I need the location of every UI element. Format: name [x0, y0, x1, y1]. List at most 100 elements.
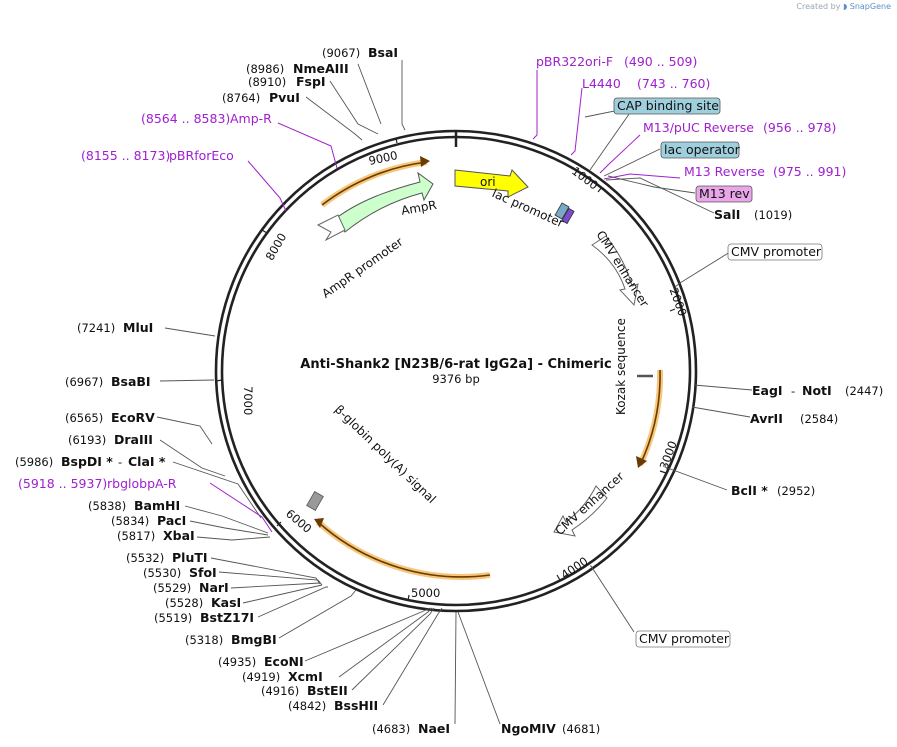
enzyme-name-kasi: KasI	[211, 595, 241, 610]
primer-pos-amp-r: (8564 .. 8583)	[141, 111, 230, 126]
enzyme-pos-draiii: (6193)	[68, 433, 106, 447]
box-cmv-promoter-1[interactable]: CMV promoter	[727, 243, 823, 261]
box-cap-binding-site[interactable]: CAP binding site	[613, 97, 721, 115]
enzyme-sali[interactable]: SalI (1019)	[714, 207, 792, 222]
feature-cmv-enhancer-1[interactable]	[591, 235, 639, 307]
enzyme-bcli[interactable]: BclI * (2952)	[731, 483, 815, 498]
enzyme-nari[interactable]: (5529) NarI	[153, 580, 229, 595]
enzyme-name-bsai: BsaI	[368, 45, 398, 60]
enzyme-pos-bsabi: (6967)	[65, 375, 103, 389]
enzyme-pos-bsshii: (4842)	[288, 699, 326, 713]
enzyme-name-paci: PacI	[157, 513, 186, 528]
enzyme-ecorv[interactable]: (6565) EcoRV	[65, 410, 155, 425]
enzyme-econi[interactable]: (4935) EcoNI	[218, 654, 304, 669]
enzyme-name-nmeaiii: NmeAIII	[293, 61, 349, 76]
enzyme-pos-bcli: (2952)	[777, 484, 815, 498]
primer-pbr322ori-f[interactable]: pBR322ori-F (490 .. 509)	[536, 54, 697, 69]
feature-cmv-enhancer-2[interactable]	[553, 485, 608, 537]
enzyme-pos-bstz17i: (5519)	[154, 611, 192, 625]
enzyme-sfoi[interactable]: (5530) SfoI	[143, 565, 217, 580]
enzyme-paci[interactable]: (5834) PacI	[111, 513, 186, 528]
enzyme-pos-bamhi: (5838)	[88, 499, 126, 513]
primer-m13-reverse[interactable]: M13 Reverse (975 .. 991)	[684, 164, 846, 179]
enzyme-pos-paci: (5834)	[111, 514, 149, 528]
enzyme-name-bsabi: BsaBI	[111, 374, 151, 389]
enzyme-xbai[interactable]: (5817) XbaI	[117, 528, 195, 543]
enzyme-bsabi[interactable]: (6967) BsaBI	[65, 374, 151, 389]
box-cmv-promoter-2[interactable]: CMV promoter	[635, 630, 731, 648]
primer-m13-puc-reverse[interactable]: M13/pUC Reverse (956 .. 978)	[643, 120, 836, 135]
enzyme-name-econi: EcoNI	[264, 654, 304, 669]
feature-lac-promoter[interactable]	[554, 202, 575, 225]
enzyme-name-sali: SalI	[714, 207, 740, 222]
enzyme-name-fspi: FspI	[296, 74, 326, 89]
box-label-lac-operator: lac operator	[664, 142, 741, 157]
primer-pos-pbrforeco: (8155 .. 8173)	[81, 148, 170, 163]
enzyme-pos-econi: (4935)	[218, 655, 256, 669]
box-lac-operator[interactable]: lac operator	[660, 141, 741, 159]
enzyme-name-bsteii: BstEII	[307, 683, 348, 698]
primer-pos-pbr322ori-f: (490 .. 509)	[624, 54, 697, 69]
enzyme-bamhi[interactable]: (5838) BamHI	[88, 498, 180, 513]
enzyme-sep-bspdi: -	[118, 455, 122, 469]
box-m13-rev[interactable]: M13 rev	[695, 185, 753, 203]
primer-name-l4440: L4440	[582, 76, 621, 91]
enzyme-name-bmgbi: BmgBI	[231, 632, 277, 647]
feature-label-ampr: AmpR	[400, 198, 438, 218]
enzyme-pluti[interactable]: (5532) PluTI	[126, 550, 208, 565]
enzyme-bspdi-clai[interactable]: (5986) BspDI * - ClaI *	[15, 454, 166, 469]
enzyme-name-bstz17i: BstZ17I	[200, 610, 254, 625]
enzyme-pos-bspdi: (5986)	[15, 455, 53, 469]
enzyme-bmgbi[interactable]: (5318) BmgBI	[185, 632, 277, 647]
credit-brand: SnapGene	[849, 2, 891, 11]
box-label-cmv-promoter-1: CMV promoter	[731, 244, 822, 259]
enzyme-pos-eagi: (2447)	[845, 384, 883, 398]
feature-label-polya: β-globin poly(A) signal	[332, 402, 439, 506]
feature-ampr[interactable]	[334, 171, 434, 233]
feature-label-cmv-enhancer-2: CMV enhancer	[552, 469, 626, 538]
snapgene-credit: Created by ◗ SnapGene	[796, 2, 891, 11]
feature-polya-signal[interactable]	[306, 491, 324, 511]
enzyme-naei[interactable]: (4683) NaeI	[372, 721, 450, 736]
primer-amp-r[interactable]: (8564 .. 8583) Amp-R	[141, 111, 272, 126]
enzyme-pos-sali: (1019)	[754, 208, 792, 222]
enzyme-pos-pvui: (8764)	[222, 91, 260, 105]
enzyme-pvui[interactable]: (8764) PvuI	[222, 90, 300, 105]
enzyme-name-avrii: AvrII	[750, 411, 783, 426]
feature-ampr-promoter[interactable]	[316, 214, 346, 242]
enzyme-pos-kasi: (5528)	[165, 596, 203, 610]
tick-label-9000: 9000	[367, 148, 399, 168]
tick-label-7000: 7000	[241, 386, 255, 415]
enzyme-bsteii[interactable]: (4916) BstEII	[261, 683, 348, 698]
enzyme-eagi-noti[interactable]: EagI - NotI (2447)	[752, 383, 883, 398]
primer-pbrforeco[interactable]: (8155 .. 8173) pBRforEco	[81, 148, 234, 163]
enzyme-name-ngomiv: NgoMIV	[501, 721, 556, 736]
enzyme-name-nari: NarI	[199, 580, 229, 595]
enzyme-bsshii[interactable]: (4842) BssHII	[288, 698, 378, 713]
enzyme-fspi[interactable]: (8910) FspI	[248, 74, 326, 89]
tick-label-6000: 6000	[283, 506, 314, 536]
box-label-cmv-promoter-2: CMV promoter	[639, 631, 730, 646]
enzyme-name-pluti: PluTI	[172, 550, 208, 565]
enzyme-draiii[interactable]: (6193) DraIII	[68, 432, 153, 447]
enzyme-name-xcmi: XcmI	[288, 669, 323, 684]
enzyme-bsai[interactable]: (9067) BsaI	[322, 45, 398, 60]
primer-l4440[interactable]: L4440 (743 .. 760)	[582, 76, 710, 91]
enzyme-kasi[interactable]: (5528) KasI	[165, 595, 241, 610]
enzyme-ngomiv[interactable]: NgoMIV (4681)	[501, 721, 600, 736]
feature-label-lac-promoter: lac promoter	[490, 186, 566, 230]
enzyme-bstz17i[interactable]: (5519) BstZ17I	[154, 610, 254, 625]
primer-name-m13-reverse: M13 Reverse	[684, 164, 765, 179]
enzyme-pos-sfoi: (5530)	[143, 566, 181, 580]
enzyme-mlui[interactable]: (7241) MluI	[77, 320, 153, 335]
enzyme-sep-eagi: -	[791, 384, 795, 398]
enzyme-nmeaiii[interactable]: (8986) NmeAIII	[246, 61, 349, 76]
enzyme-pos-nmeaiii: (8986)	[246, 62, 284, 76]
feature-ori[interactable]: ori	[454, 169, 529, 198]
enzyme-name-sfoi: SfoI	[189, 565, 217, 580]
primer-rbglobpa-r[interactable]: (5918 .. 5937) rbglobpA-R	[18, 476, 177, 491]
enzyme-xcmi[interactable]: (4919) XcmI	[242, 669, 323, 684]
enzyme-name-pvui: PvuI	[269, 90, 300, 105]
enzyme-avrii[interactable]: AvrII (2584)	[750, 411, 838, 426]
enzyme-name-noti: NotI	[802, 383, 832, 398]
